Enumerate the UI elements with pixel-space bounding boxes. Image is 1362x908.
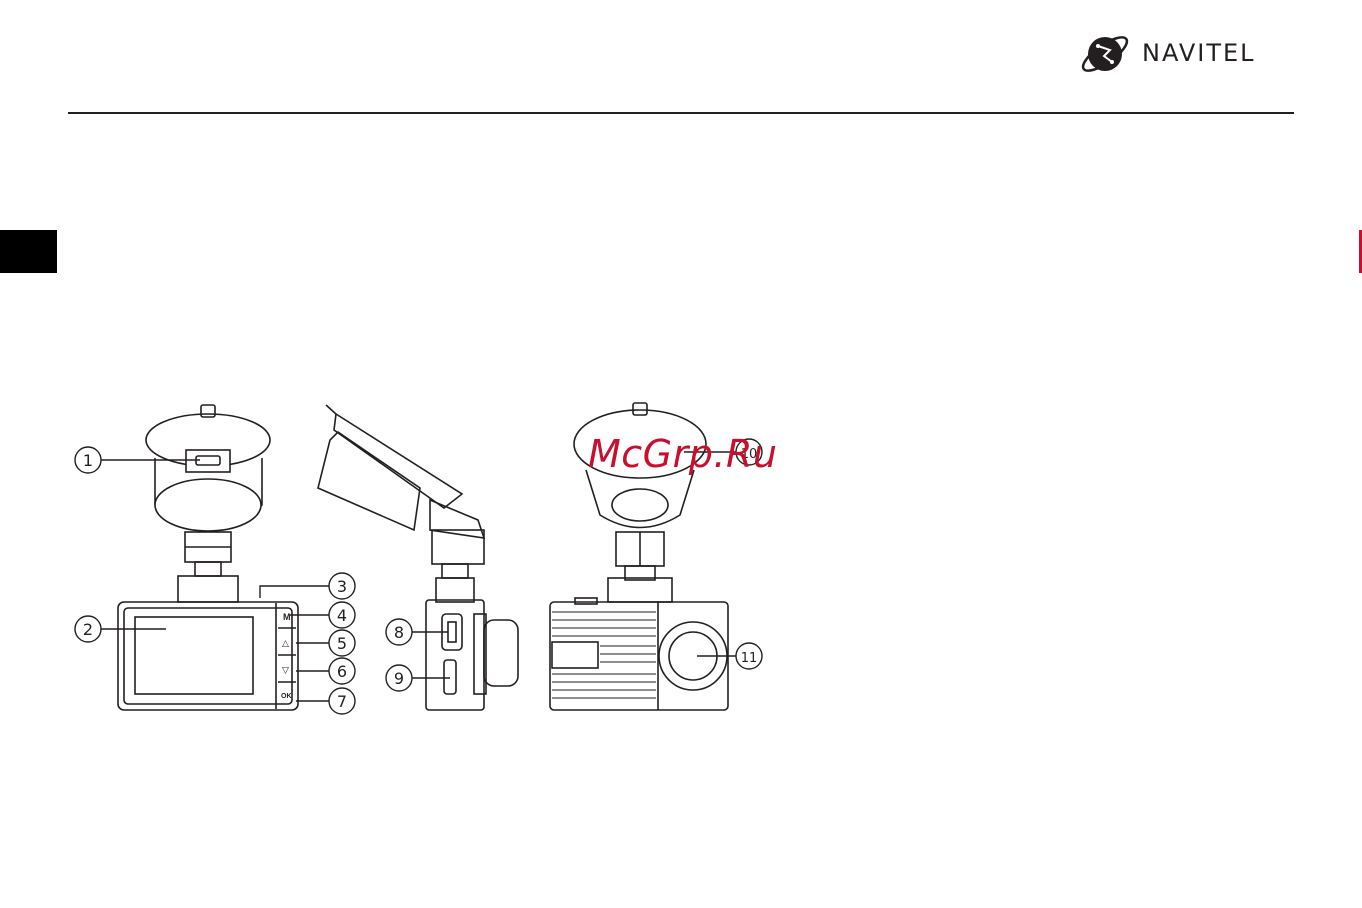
up-button-label: △ bbox=[282, 639, 289, 649]
callout-3: 3 bbox=[337, 577, 347, 596]
callout-1: 1 bbox=[83, 451, 93, 470]
down-button-label: ▽ bbox=[282, 666, 289, 676]
callout-9: 9 bbox=[394, 669, 404, 688]
brand-logo: NAVITEL bbox=[1076, 26, 1256, 80]
ok-button-label: OK bbox=[281, 693, 292, 700]
callout-4: 4 bbox=[337, 606, 347, 625]
callout-11: 11 bbox=[741, 651, 758, 666]
callout-8: 8 bbox=[394, 623, 404, 642]
section-tab bbox=[0, 230, 57, 273]
callout-7: 7 bbox=[337, 692, 347, 711]
navitel-globe-logo-icon bbox=[1076, 26, 1134, 80]
page-header: NAVITEL bbox=[0, 0, 1362, 120]
callout-2: 2 bbox=[83, 620, 93, 639]
brand-name: NAVITEL bbox=[1142, 39, 1256, 67]
rear-grille bbox=[552, 612, 656, 698]
watermark-text: McGrp.Ru bbox=[588, 432, 777, 476]
front-view bbox=[118, 405, 298, 710]
callout-6: 6 bbox=[337, 662, 347, 681]
callout-5: 5 bbox=[337, 634, 347, 653]
menu-button-label: M bbox=[283, 612, 291, 622]
header-rule bbox=[68, 112, 1294, 114]
